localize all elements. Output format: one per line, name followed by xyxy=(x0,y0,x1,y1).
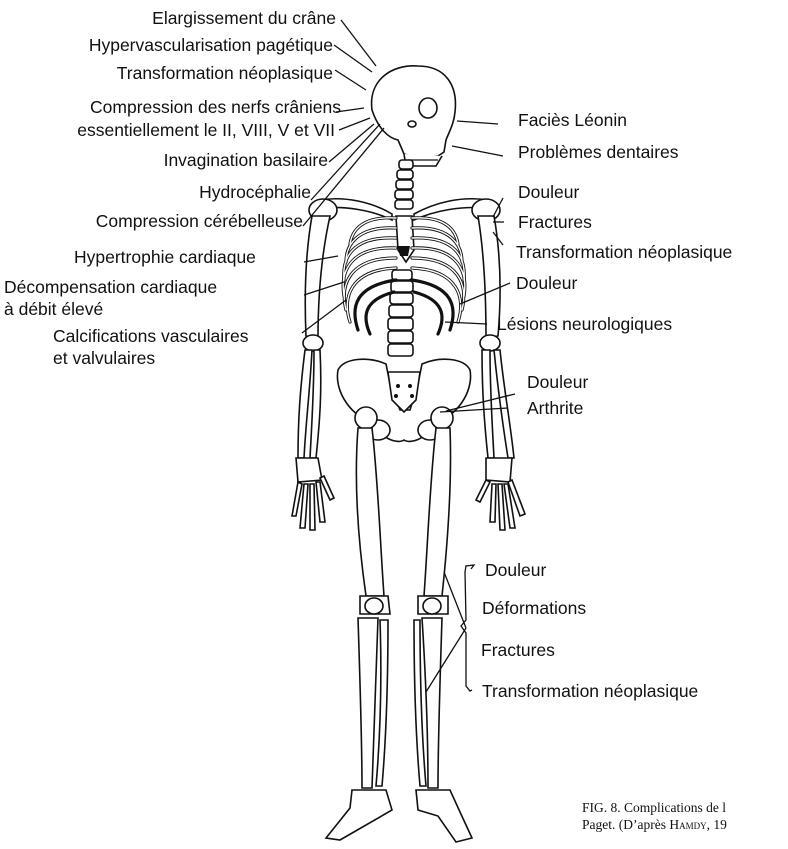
label-fractures-bras: Fractures xyxy=(518,212,592,232)
caption-prefix: Paget. (D’après xyxy=(582,817,669,832)
right-arm xyxy=(476,216,525,530)
label-transformation-neoplasique-crane: Transformation néoplasique xyxy=(117,63,333,83)
label-compression-nerfs-craniens: Compression des nerfs crâniens xyxy=(90,97,341,117)
label-douleur-epaule: Douleur xyxy=(518,182,579,202)
figure-caption-line2: Paget. (D’après Hamdy, 19 xyxy=(582,816,727,833)
label-problemes-dentaires: Problèmes dentaires xyxy=(518,142,679,162)
label-transformation-neoplasique-bras: Transformation néoplasique xyxy=(516,242,732,262)
label-compression-cerebelleuse: Compression cérébelleuse xyxy=(96,211,303,231)
label-nerfs-craniens-suite: essentiellement le II, VIII, V et VII xyxy=(77,120,335,140)
left-arm xyxy=(292,216,334,530)
label-hypertrophie-cardiaque: Hypertrophie cardiaque xyxy=(74,247,256,267)
label-arthrite: Arthrite xyxy=(527,398,583,418)
caption-author: Hamdy xyxy=(669,817,706,832)
label-valvulaires: et valvulaires xyxy=(53,348,155,368)
label-calcifications-vasculaires: Calcifications vasculaires xyxy=(53,326,249,346)
skull xyxy=(372,66,456,166)
figure-caption-line1: FIG. 8. Complications de l xyxy=(582,799,726,816)
label-elargissement-crane: Elargissement du crâne xyxy=(152,8,336,28)
right-leg xyxy=(414,407,472,842)
caption-year: , 19 xyxy=(707,817,727,832)
label-hydrocephalie: Hydrocéphalie xyxy=(199,182,311,202)
label-douleur-jambes: Douleur xyxy=(485,560,546,580)
label-decompensation-cardiaque: Décompensation cardiaque xyxy=(4,277,217,297)
label-douleur-hanche: Douleur xyxy=(527,372,588,392)
label-douleur-rachis: Douleur xyxy=(516,273,577,293)
label-facies-leonin: Faciès Léonin xyxy=(518,110,627,130)
label-transformation-neoplasique-jambes: Transformation néoplasique xyxy=(482,681,698,701)
label-hypervascularisation: Hypervascularisation pagétique xyxy=(89,35,333,55)
label-deformations: Déformations xyxy=(482,598,586,618)
left-leg xyxy=(326,407,392,840)
label-lesions-neurologiques: Lésions neurologiques xyxy=(497,314,672,334)
label-invagination-basilaire: Invagination basilaire xyxy=(164,150,328,170)
label-fractures-jambes: Fractures xyxy=(481,640,555,660)
label-debit-eleve: à débit élevé xyxy=(4,299,103,319)
